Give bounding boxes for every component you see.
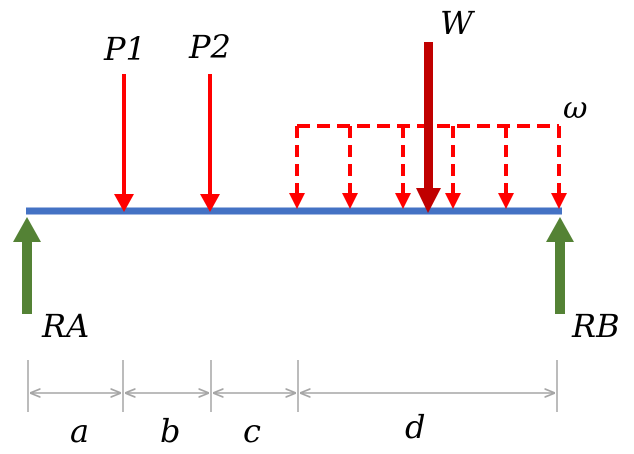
label-w: W — [440, 4, 476, 42]
point-load-p2 — [200, 74, 220, 212]
label-ra: RA — [41, 307, 89, 345]
label-omega: ω — [563, 91, 587, 126]
label-p2: P2 — [188, 28, 231, 66]
label-dim-b: b — [160, 412, 180, 450]
point-load-p1 — [114, 74, 134, 212]
dimension-extension-lines — [27, 360, 558, 412]
label-dim-d: d — [405, 408, 425, 446]
distributed-load-arrows — [295, 126, 561, 195]
label-p1: P1 — [103, 30, 146, 68]
label-rb: RB — [571, 307, 620, 345]
reaction-ra — [13, 217, 41, 314]
label-dim-c: c — [243, 412, 261, 450]
label-dim-a: a — [70, 412, 89, 450]
reaction-rb — [546, 217, 574, 314]
resultant-load-w — [416, 42, 441, 213]
